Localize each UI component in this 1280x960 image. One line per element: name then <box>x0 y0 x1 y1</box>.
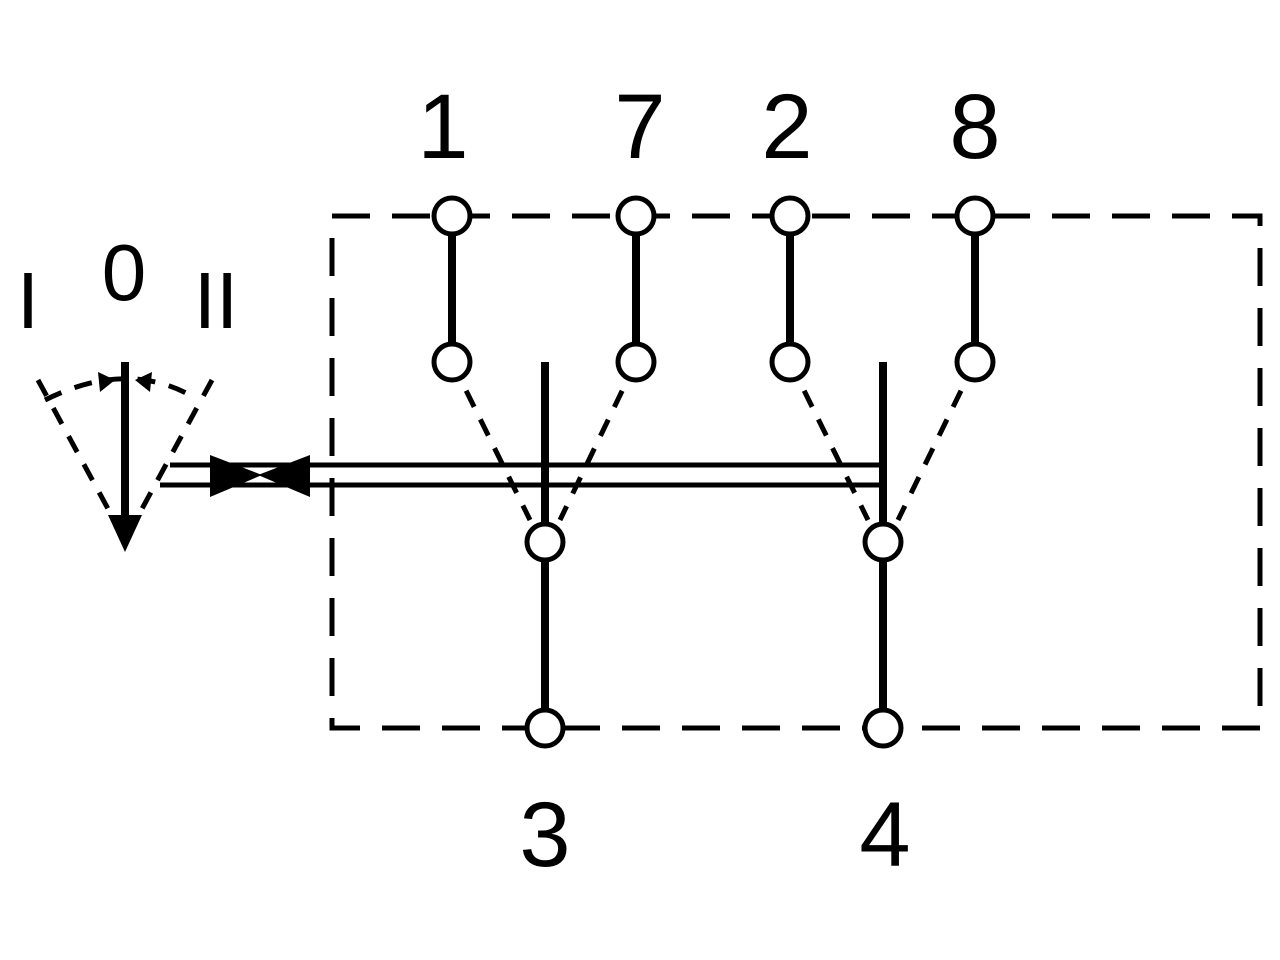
contact-2-lower <box>769 341 811 383</box>
contact-4-upper <box>862 521 904 563</box>
terminal-3-connector <box>524 707 566 749</box>
position-label-i: I <box>17 256 39 345</box>
terminal-label-2: 2 <box>761 76 812 178</box>
position-label-ii: II <box>194 256 238 345</box>
position-label-0: 0 <box>102 228 147 317</box>
coupling-marker <box>210 455 310 497</box>
terminal-7-connector <box>615 195 657 237</box>
switch-housing-outline <box>329 213 1263 731</box>
terminal-label-3: 3 <box>519 784 570 886</box>
rocker-position-symbol <box>35 362 215 552</box>
terminal-8-connector <box>954 195 996 237</box>
contact-swing-paths <box>449 360 978 522</box>
terminal-1-connector <box>431 195 473 237</box>
terminal-2-connector <box>769 195 811 237</box>
contact-8-lower <box>954 341 996 383</box>
contact-1-lower <box>431 341 473 383</box>
terminal-label-4: 4 <box>859 784 910 886</box>
contact-7-lower <box>615 341 657 383</box>
terminal-4-connector <box>862 707 904 749</box>
terminal-label-8: 8 <box>949 76 1000 178</box>
contact-3-upper <box>524 521 566 563</box>
terminal-label-1: 1 <box>417 76 468 178</box>
terminal-label-7: 7 <box>614 76 665 178</box>
